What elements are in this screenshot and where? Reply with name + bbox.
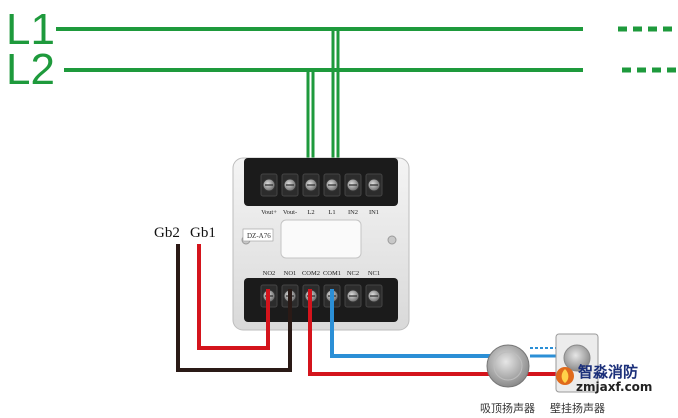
signal-label-gb2: Gb2 [154, 225, 180, 241]
bus-label-l2: L2 [6, 45, 55, 94]
ceiling-speaker-grille-icon [493, 351, 523, 381]
top-terminal-labels: Vout+ Vout- L2 L1 IN2 IN1 [261, 209, 379, 216]
ceiling-speaker-label: 吸顶扬声器 [480, 401, 535, 415]
center-window [280, 219, 362, 259]
bottom-terminal-label: COM2 [302, 270, 320, 277]
top-terminal-screws [260, 173, 383, 197]
bottom-terminal-label: NO2 [263, 270, 276, 277]
watermark-flame-icon [561, 369, 569, 383]
signal-label-gb1: Gb1 [190, 225, 216, 241]
model-label-box [242, 228, 274, 242]
wire-com-red [308, 289, 560, 376]
bus-label-l1: L1 [6, 5, 55, 54]
top-terminal-label: L1 [328, 209, 335, 216]
top-terminal-label: IN2 [348, 209, 358, 216]
top-terminal-label: Vout- [283, 209, 297, 216]
watermark: 智淼消防 zmjaxf.com [556, 363, 652, 394]
bottom-terminal-label: NC2 [347, 270, 359, 277]
wire-gb1-red [197, 244, 270, 350]
wire-com-blue [330, 289, 490, 358]
ceiling-speaker: 吸顶扬声器 [480, 344, 535, 415]
bottom-terminal-label: NO1 [284, 270, 297, 277]
wall-speaker-label: 壁挂扬声器 [550, 401, 605, 415]
watermark-url: zmjaxf.com [576, 380, 652, 394]
bottom-terminal-label: NC1 [368, 270, 380, 277]
ceiling-speaker-icon [486, 344, 530, 388]
top-terminal-label: Vout+ [261, 209, 277, 216]
bus-lines: L1 L2 [6, 5, 676, 94]
watermark-title: 智淼消防 [578, 363, 638, 381]
signal-wires [176, 244, 292, 372]
wire-gb2-black [176, 244, 292, 372]
mount-hole-right [387, 235, 397, 245]
top-terminal-label: L2 [307, 209, 314, 216]
top-terminal-label: IN1 [369, 209, 379, 216]
speaker-wires [308, 289, 560, 376]
wall-speaker-cone-icon [563, 344, 591, 372]
bottom-terminal-label: COM1 [323, 270, 341, 277]
model-label: DZ-A76 [247, 232, 271, 240]
